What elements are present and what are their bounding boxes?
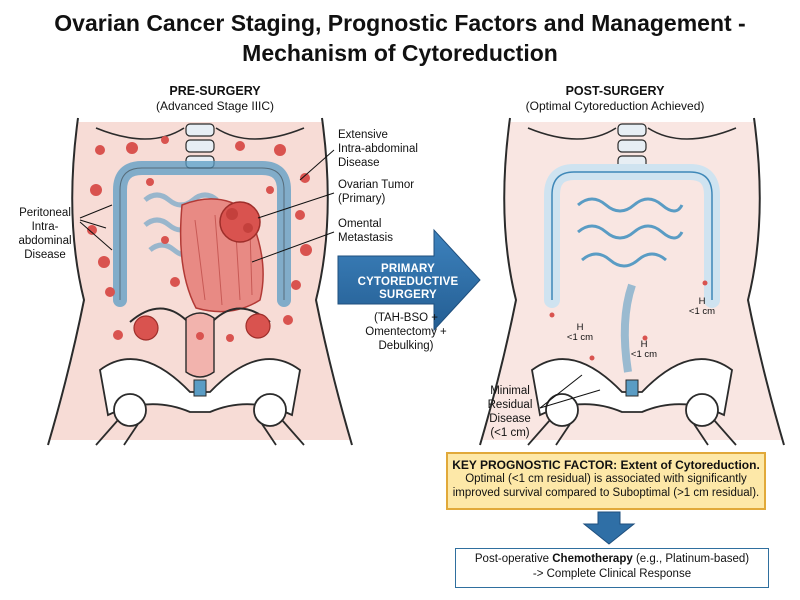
pre-femoral-head-left: [113, 393, 147, 427]
post-surgery-subtitle: (Optimal Cytoreduction Achieved): [525, 99, 705, 113]
residual-marker: H <1 cm: [688, 296, 716, 317]
post-body-outline-right: [746, 117, 785, 446]
key-factor-line-2: improved survival compared to Suboptimal…: [452, 487, 760, 499]
pre-rib-left: [95, 127, 185, 140]
pre-femur-right: [261, 419, 305, 446]
procedure-arrow: [337, 228, 481, 332]
post-femur-left: [527, 419, 571, 446]
residual-marker: H <1 cm: [566, 322, 594, 343]
pre-pelvis: [99, 358, 301, 417]
pre-pubic-symphysis: [193, 379, 207, 397]
post-body-outline-left: [479, 117, 518, 446]
label-peritoneal-disease: Peritoneal Intra- abdominal Disease: [18, 207, 72, 261]
diagram-title: Ovarian Cancer Staging, Prognostic Facto…: [0, 8, 800, 68]
post-rectum: [620, 283, 636, 373]
residual-nodules: [549, 280, 708, 361]
post-surgery-torso: [479, 117, 785, 446]
key-prognostic-factor-box: KEY PROGNOSTIC FACTOR: Extent of Cytored…: [446, 452, 766, 510]
procedure-title: PRIMARY CYTOREDUCTIVE SURGERY: [357, 263, 459, 301]
pre-surgery-title: PRE-SURGERY: [169, 84, 261, 98]
pre-femur-left: [95, 419, 139, 446]
key-factor-line-1: Optimal (<1 cm residual) is associated w…: [465, 473, 747, 485]
left-ovary-tumor: [133, 315, 159, 341]
pre-rib-right: [215, 127, 305, 140]
uterus: [185, 312, 215, 378]
post-pubic-symphysis: [625, 379, 639, 397]
key-factor-heading: KEY PROGNOSTIC FACTOR: Extent of Cytored…: [452, 458, 760, 472]
post-vertebra: [617, 139, 647, 153]
post-colon-outline: [551, 171, 713, 300]
title-line-1: Ovarian Cancer Staging, Prognostic Facto…: [54, 10, 746, 36]
post-rib-right: [647, 127, 737, 140]
primary-ovarian-tumor: [219, 201, 261, 243]
chemo-line-1: Post-operative Chemotherapy (e.g., Plati…: [474, 553, 750, 565]
right-ovary-tumor: [245, 313, 271, 339]
chemo-line-2: -> Complete Clinical Response: [532, 568, 692, 580]
post-rib-left: [527, 127, 617, 140]
label-ovarian-tumor: Ovarian Tumor (Primary): [338, 179, 415, 205]
down-arrow: [582, 511, 636, 545]
post-femoral-head-right: [685, 393, 719, 427]
title-line-2: Mechanism of Cytoreduction: [242, 40, 558, 66]
post-surgery-title: POST-SURGERY: [565, 84, 665, 98]
pre-femoral-head-right: [253, 393, 287, 427]
pre-colon-outline: [119, 167, 285, 300]
pre-vertebra: [185, 123, 215, 137]
post-pelvis: [531, 358, 733, 417]
label-omental-metastasis: Omental Metastasis: [338, 218, 393, 244]
label-minimal-residual-disease: Minimal Residual Disease (<1 cm): [487, 385, 533, 439]
omental-texture: [194, 214, 253, 306]
pre-surgery-subtitle: (Advanced Stage IIIC): [155, 99, 275, 113]
post-leader-lines: [539, 374, 601, 409]
tumor-nodule: [243, 223, 253, 233]
pre-surgery-torso: [47, 117, 353, 446]
peritoneal-nodules: [87, 136, 312, 342]
pre-vertebra: [185, 139, 215, 153]
procedure-detail: (TAH-BSO + Omentectomy + Debulking): [365, 312, 447, 352]
post-femoral-head-left: [545, 393, 579, 427]
chemotherapy-box: Post-operative Chemotherapy (e.g., Plati…: [455, 548, 769, 588]
residual-marker: H <1 cm: [630, 339, 658, 360]
pre-leader-lines: [79, 149, 335, 263]
pre-body-outline-left: [47, 117, 86, 446]
pre-surgery-heading: PRE-SURGERY (Advanced Stage IIIC): [110, 84, 320, 114]
pre-body-outline-right: [314, 117, 353, 446]
post-small-bowel: [577, 197, 684, 268]
post-femur-right: [693, 419, 737, 446]
tumor-nodule: [226, 208, 238, 220]
post-vertebra: [617, 123, 647, 137]
post-surgery-heading: POST-SURGERY (Optimal Cytoreduction Achi…: [500, 84, 730, 114]
label-extensive-disease: Extensive Intra-abdominal Disease: [338, 129, 418, 169]
